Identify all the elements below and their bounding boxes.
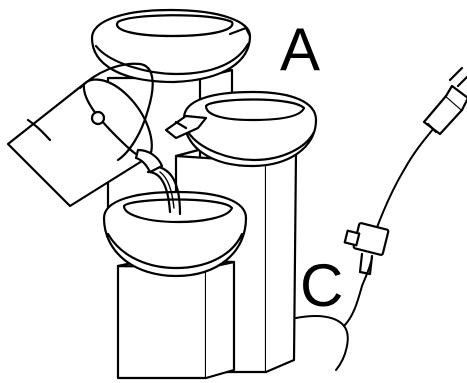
front-block xyxy=(118,260,234,378)
top-bowl xyxy=(92,10,250,82)
pump-box xyxy=(345,223,389,274)
label-c: C xyxy=(300,252,343,319)
label-a: A xyxy=(280,16,320,83)
plug xyxy=(424,68,467,134)
